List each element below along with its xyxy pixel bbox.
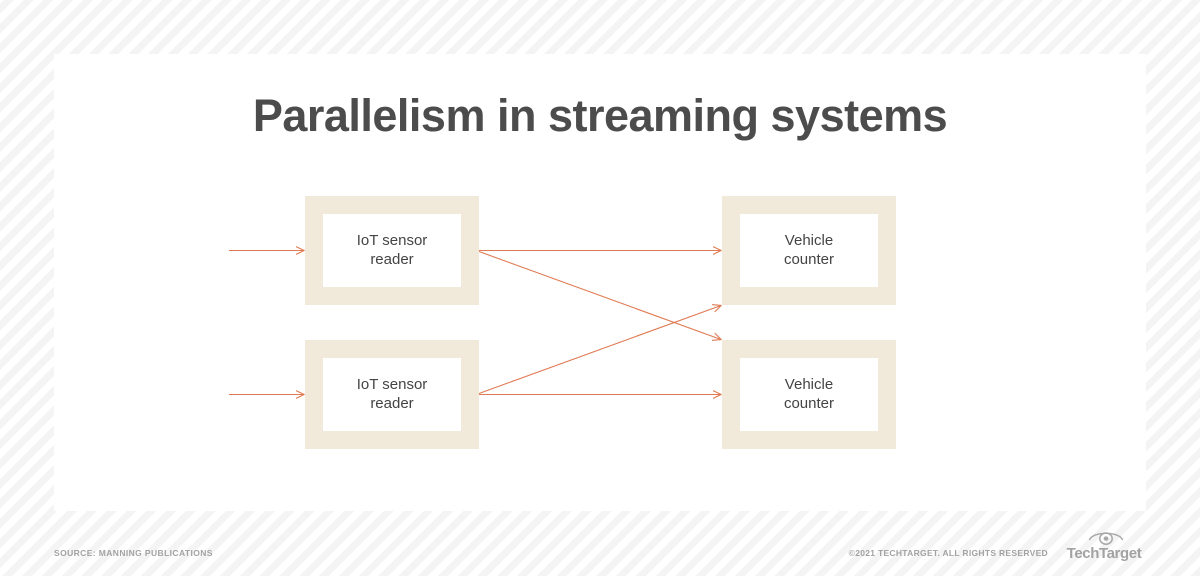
node-inner-panel: Vehicle counter [740, 358, 878, 431]
node-vehicle-counter-2[interactable]: Vehicle counter [722, 340, 896, 449]
node-label: Vehicle counter [783, 232, 835, 268]
parallelism-diagram: IoT sensor reader IoT sensor reader Vehi… [54, 54, 1146, 511]
node-inner-panel: Vehicle counter [740, 214, 878, 287]
techtarget-logo: TechTarget [1054, 528, 1154, 568]
node-vehicle-counter-1[interactable]: Vehicle counter [722, 196, 896, 305]
node-label: Vehicle counter [783, 376, 835, 412]
techtarget-wordmark: TechTarget [1066, 545, 1142, 562]
arrow-sensor2-to-counter1 [478, 306, 721, 395]
eye-target-icon [1088, 532, 1124, 545]
node-label: IoT sensor reader [356, 232, 428, 268]
diagram-arrows [229, 54, 1146, 511]
node-inner-panel: IoT sensor reader [323, 214, 461, 287]
content-card: Parallelism in streaming systems [54, 54, 1146, 511]
copyright-notice: ©2021 TECHTARGET. ALL RIGHTS RESERVED [848, 548, 1048, 558]
arrow-sensor1-to-counter2 [478, 250, 721, 340]
slide-footer: SOURCE: MANNING PUBLICATIONS ©2021 TECHT… [0, 511, 1200, 576]
page-title: Parallelism in streaming systems [252, 90, 948, 141]
node-iot-sensor-reader-1[interactable]: IoT sensor reader [305, 196, 479, 305]
node-iot-sensor-reader-2[interactable]: IoT sensor reader [305, 340, 479, 449]
node-label: IoT sensor reader [356, 376, 428, 412]
node-inner-panel: IoT sensor reader [323, 358, 461, 431]
source-attribution: SOURCE: MANNING PUBLICATIONS [54, 548, 213, 558]
